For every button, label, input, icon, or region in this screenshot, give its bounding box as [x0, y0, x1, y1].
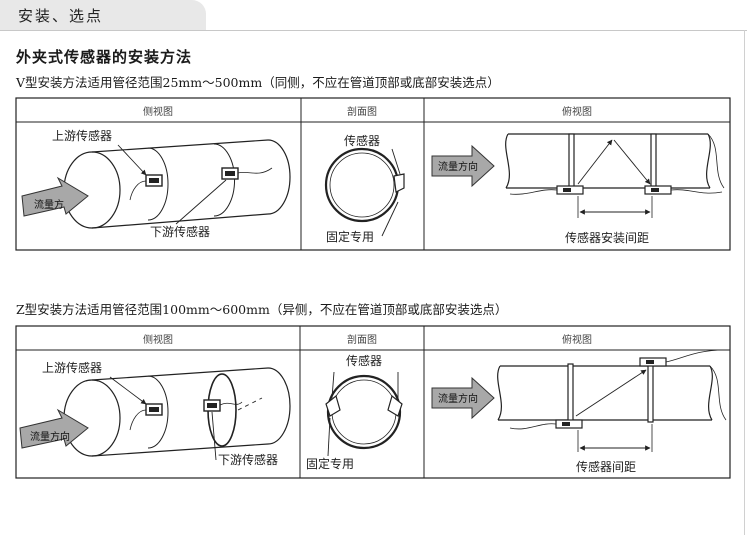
z-method-panel: 侧视图 剖面图 俯视图 流量方向 上游传感器 下游传感器	[15, 325, 731, 479]
z-side-flow-label: 流量方向	[30, 430, 70, 443]
z-side-flow-arrow: 流量方向	[19, 408, 89, 449]
z-top-view	[497, 349, 727, 452]
v-section-clamp-label: 固定专用	[326, 229, 374, 244]
z-section-clamp-label: 固定专用	[306, 456, 354, 471]
v-header-top: 俯视图	[562, 105, 592, 118]
z-header-top: 俯视图	[562, 333, 592, 346]
v-method-description: V型安装方法适用管径范围25mm～500mm（同侧，不应在管道顶部或底部安装选点…	[16, 75, 500, 90]
page-heading: 外夹式传感器的安装方法	[16, 48, 193, 66]
v-section-view: 传感器 固定专用	[324, 133, 405, 244]
v-header-section: 剖面图	[347, 105, 377, 118]
v-side-flow-label: 流量方	[34, 198, 64, 211]
z-top-flow-label: 流量方向	[438, 392, 478, 405]
v-side-flow-arrow: 流量方	[21, 176, 89, 217]
section-header-tab: 安装、选点	[0, 0, 206, 30]
v-side-sensors	[129, 167, 273, 201]
v-spacing-label: 传感器安装间距	[565, 230, 649, 245]
z-section-view: 传感器 固定专用	[306, 353, 403, 471]
right-border	[744, 30, 745, 535]
v-top-flow-arrow: 流量方向	[431, 144, 495, 188]
v-method-panel: 侧视图 剖面图 俯视图 流量方 上游传感器 下游传感器	[15, 97, 731, 251]
z-section-sensor-label: 传感器	[346, 353, 382, 368]
z-downstream-label: 下游传感器	[218, 452, 278, 467]
z-method-description: Z型安装方法适用管径范围100mm～600mm（异侧，不应在管道顶部或底部安装选…	[16, 302, 508, 317]
z-spacing-label: 传感器间距	[576, 459, 636, 474]
v-upstream-label: 上游传感器	[52, 128, 112, 143]
z-side-sensors	[129, 399, 243, 431]
v-downstream-label: 下游传感器	[150, 224, 210, 239]
z-upstream-label: 上游传感器	[42, 360, 102, 375]
z-header-section: 剖面图	[347, 333, 377, 346]
header-divider	[0, 30, 747, 31]
z-side-pipe	[63, 367, 291, 457]
z-top-flow-arrow: 流量方向	[431, 376, 495, 420]
v-section-sensor-label: 传感器	[344, 133, 380, 148]
v-side-pipe	[63, 139, 291, 229]
v-panel-frame	[15, 97, 731, 251]
section-title: 安装、选点	[18, 7, 104, 25]
v-top-view	[505, 133, 725, 218]
z-header-side: 侧视图	[143, 333, 173, 346]
v-top-flow-label: 流量方向	[438, 160, 478, 173]
z-panel-frame	[15, 325, 731, 479]
v-header-side: 侧视图	[143, 105, 173, 118]
